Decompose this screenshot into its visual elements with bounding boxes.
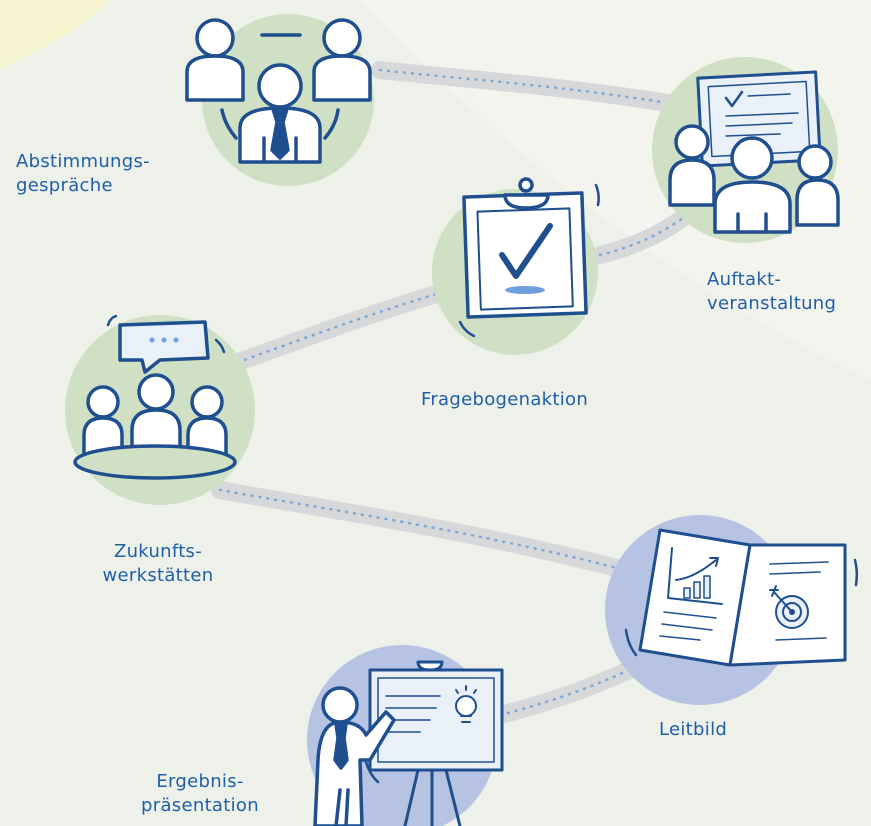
label-zukunftswerkstaetten: Zukunfts- werkstätten — [78, 540, 238, 588]
kickoff-presentation-icon — [652, 57, 840, 243]
label-auftaktveranstaltung-line2: veranstaltung — [707, 293, 837, 314]
label-abstimmungsgespraeche-line1: Abstimmungs- — [16, 151, 150, 172]
label-ergebnispraesentation-line1: Ergebnis- — [156, 771, 244, 792]
label-ergebnispraesentation: Ergebnis- präsentation — [120, 770, 280, 818]
label-abstimmungsgespraeche-line2: gespräche — [16, 175, 113, 196]
presenter-flipchart-icon — [307, 645, 504, 826]
label-auftaktveranstaltung-line1: Auftakt- — [707, 269, 782, 290]
open-book-chart-target-icon — [605, 515, 859, 705]
clipboard-check-icon — [432, 177, 600, 355]
label-fragebogenaktion: Fragebogenaktion — [421, 389, 589, 410]
label-leitbild: Leitbild — [659, 719, 728, 740]
label-abstimmungsgespraeche: Abstimmungs- gespräche — [16, 150, 150, 198]
connecting-path — [211, 61, 709, 724]
label-zukunftswerkstaetten-line2: werkstätten — [102, 565, 214, 586]
team-meeting-icon — [185, 14, 374, 186]
label-auftaktveranstaltung: Auftakt- veranstaltung — [707, 268, 836, 316]
label-ergebnispraesentation-line2: präsentation — [141, 795, 259, 816]
workshop-table-icon — [65, 314, 255, 505]
label-zukunftswerkstaetten-line1: Zukunfts- — [113, 541, 203, 562]
